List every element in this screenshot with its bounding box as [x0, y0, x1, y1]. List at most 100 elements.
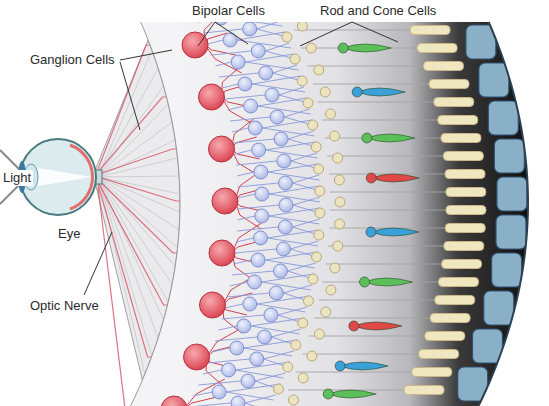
- receptor-fiber: [314, 318, 430, 319]
- bipolar-process: [219, 73, 259, 77]
- receptor-fiber: [294, 30, 410, 31]
- receptor-fiber: [319, 300, 435, 301]
- rod-cell: [441, 134, 481, 143]
- bipolar-cell: [243, 297, 257, 311]
- nerve-fiber: [98, 177, 172, 284]
- bipolar-process: [258, 98, 307, 106]
- rod-cell: [423, 62, 463, 71]
- leader-line: [215, 22, 248, 44]
- bipolar-process: [207, 359, 250, 363]
- ganglion-cell: [209, 136, 235, 162]
- bipolar-cell: [254, 231, 268, 245]
- dendrite-line: [207, 327, 244, 357]
- bipolar-process: [287, 263, 315, 271]
- receptor-fiber: [330, 192, 446, 193]
- leader-lines: [84, 22, 398, 295]
- rod-cell: [446, 188, 486, 197]
- bipolar-process: [258, 106, 311, 114]
- receptor-fiber: [309, 336, 425, 337]
- bipolar-cell: [231, 55, 245, 69]
- eye-drawing: [0, 139, 102, 215]
- bipolar-process: [273, 65, 297, 73]
- nerve-fiber: [98, 122, 172, 177]
- bipolar-cell: [279, 198, 293, 212]
- nerve-fiber: [98, 177, 152, 356]
- cone-cell: [335, 361, 388, 371]
- photoreceptor-nucleus: [333, 241, 343, 251]
- bipolar-process: [232, 271, 274, 275]
- receptor-fiber: [318, 102, 434, 103]
- photoreceptor-nucleus: [303, 98, 313, 108]
- rod-cell: [438, 116, 478, 125]
- photoreceptor-nucleus: [306, 43, 316, 53]
- photoreceptor-nucleus: [330, 131, 340, 141]
- cone-nucleus: [349, 321, 359, 331]
- bipolar-process: [230, 117, 270, 121]
- cone-nucleus: [366, 227, 376, 237]
- bipolar-process: [235, 249, 276, 253]
- leader-line: [120, 50, 172, 60]
- bipolar-process: [245, 403, 268, 406]
- pigment-cell: [484, 291, 514, 325]
- bipolar-process: [264, 351, 294, 359]
- cone-body: [357, 88, 405, 96]
- bipolar-process: [290, 241, 318, 249]
- photoreceptor-nucleus: [308, 120, 318, 130]
- bipolar-process: [252, 84, 305, 92]
- bipolar-process: [279, 87, 304, 95]
- bipolar-process: [193, 392, 212, 396]
- rod-cell: [444, 242, 484, 251]
- bipolar-process: [208, 40, 223, 44]
- rod-cell: [443, 152, 483, 161]
- photoreceptor-nucleus: [303, 296, 313, 306]
- bipolar-cell: [238, 77, 252, 91]
- photoreceptor-nucleus: [334, 219, 344, 229]
- cone-nucleus: [352, 87, 362, 97]
- rod-cell: [410, 26, 450, 35]
- photoreceptor-nucleus: [297, 76, 307, 86]
- bipolar-cell: [279, 176, 293, 190]
- photoreceptor-nucleus: [315, 186, 325, 196]
- receptor-fiber: [322, 120, 438, 121]
- photoreceptor-nucleus: [333, 153, 343, 163]
- receptor-fiber: [296, 372, 412, 373]
- bipolar-process: [266, 142, 316, 150]
- bipolar-process: [291, 153, 317, 161]
- part-label: Rod and Cone Cells: [318, 3, 438, 19]
- rod-cell: [445, 170, 485, 179]
- bipolar-process: [292, 219, 319, 227]
- cone-nucleus: [362, 133, 372, 143]
- receptor-fiber: [328, 246, 444, 247]
- receptor-fiber: [326, 264, 442, 265]
- bipolar-process: [232, 128, 248, 132]
- ganglion-cell: [182, 32, 208, 58]
- ganglion-cell: [184, 344, 210, 370]
- photoreceptor-nucleus: [290, 54, 300, 64]
- rod-cell: [445, 224, 485, 233]
- photoreceptor-nucleus: [321, 307, 331, 317]
- cone-nucleus: [323, 389, 333, 399]
- bipolar-process: [245, 62, 299, 70]
- bipolar-process: [211, 348, 229, 352]
- receptor-fiber: [307, 66, 423, 67]
- leader-line: [84, 232, 112, 295]
- bipolar-process: [225, 304, 243, 308]
- leader-line: [198, 22, 215, 46]
- bipolar-process: [236, 238, 253, 242]
- bipolar-process: [257, 304, 306, 312]
- ganglion-cell: [209, 240, 235, 266]
- bipolar-process: [252, 76, 301, 84]
- bipolar-cell: [277, 154, 291, 168]
- rod-cell: [429, 80, 469, 89]
- cone-cell: [366, 227, 419, 237]
- bipolar-cell: [273, 264, 287, 278]
- bipolar-process: [257, 21, 281, 29]
- bipolar-cell: [251, 253, 265, 267]
- bipolar-cell: [270, 110, 284, 124]
- bipolar-process: [255, 373, 285, 381]
- rod-cell: [419, 350, 459, 359]
- cone-body: [371, 228, 419, 236]
- photoreceptor-nucleus: [273, 10, 283, 20]
- bipolar-process: [266, 150, 318, 158]
- nerve-fiber: [98, 176, 179, 177]
